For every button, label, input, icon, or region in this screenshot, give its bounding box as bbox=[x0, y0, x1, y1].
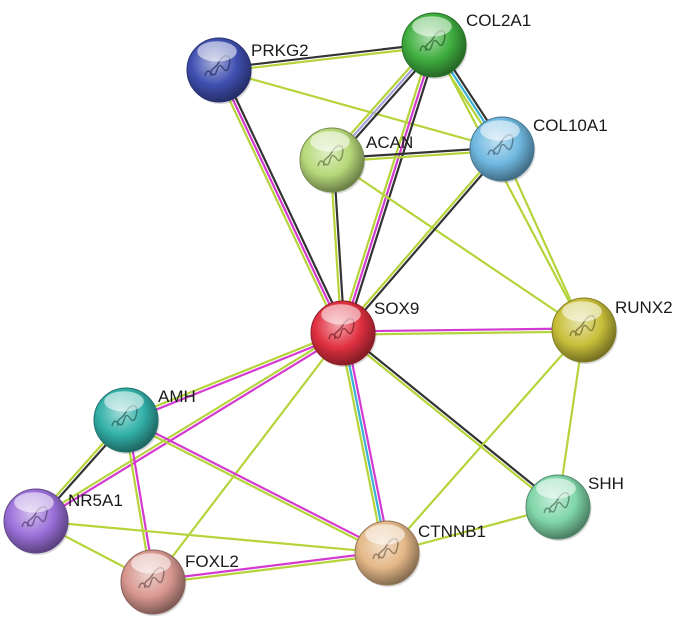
edge-sox9-nr5a1[interactable] bbox=[34, 330, 345, 524]
edge-col2a1-runx2[interactable] bbox=[432, 43, 586, 332]
protein-structure-icon bbox=[569, 315, 596, 337]
edge-line bbox=[35, 333, 345, 524]
protein-structure-icon bbox=[419, 30, 446, 52]
edge-col2a1-sox9[interactable] bbox=[338, 42, 439, 336]
edge-col10a1-runx2[interactable] bbox=[500, 147, 586, 332]
edge-line bbox=[217, 68, 504, 151]
edge-line bbox=[338, 42, 432, 334]
edge-sox9-ctnnb1[interactable] bbox=[338, 331, 392, 555]
node-label: AMH bbox=[158, 387, 196, 406]
edge-line bbox=[151, 550, 388, 582]
node-col10a1[interactable]: COL10A1 bbox=[469, 116, 608, 183]
edge-line bbox=[330, 158, 586, 332]
edge-sox9-foxl2[interactable] bbox=[151, 331, 345, 584]
edge-prkg2-col2a1[interactable] bbox=[217, 42, 436, 73]
edge-line bbox=[338, 332, 385, 555]
edge-foxl2-ctnnb1[interactable] bbox=[151, 550, 389, 585]
node-label: ACAN bbox=[366, 133, 413, 152]
edge-nr5a1-ctnnb1[interactable] bbox=[34, 519, 389, 555]
edge-line bbox=[340, 333, 559, 510]
node-label: PRKG2 bbox=[251, 41, 309, 60]
node-sox9[interactable]: SOX9 bbox=[310, 299, 419, 367]
node-label: COL10A1 bbox=[533, 116, 608, 135]
edge-line bbox=[34, 330, 344, 521]
edge-line bbox=[341, 43, 436, 335]
protein-structure-icon bbox=[111, 405, 138, 427]
edge-line bbox=[342, 330, 561, 507]
protein-structure-icon bbox=[543, 492, 570, 514]
edge-line bbox=[432, 43, 586, 332]
node-gloss bbox=[480, 120, 520, 141]
node-gloss bbox=[14, 492, 54, 513]
node-gloss bbox=[562, 301, 602, 322]
edge-runx2-ctnnb1[interactable] bbox=[385, 328, 586, 555]
protein-structure-icon bbox=[21, 506, 48, 528]
edge-prkg2-col10a1[interactable] bbox=[217, 68, 504, 151]
edge-line bbox=[345, 44, 439, 336]
edge-line bbox=[124, 330, 344, 420]
node-col2a1[interactable]: COL2A1 bbox=[401, 11, 531, 79]
protein-structure-icon bbox=[487, 134, 514, 156]
node-label: COL2A1 bbox=[466, 11, 531, 30]
node-gloss bbox=[536, 478, 576, 499]
edge-line bbox=[218, 45, 436, 73]
node-gloss bbox=[321, 304, 361, 325]
edge-line bbox=[124, 420, 388, 556]
edge-line bbox=[343, 148, 505, 336]
edge-line bbox=[220, 67, 347, 333]
edge-line bbox=[217, 68, 345, 335]
node-label: FOXL2 bbox=[185, 552, 239, 571]
node-gloss bbox=[197, 41, 237, 62]
edge-line bbox=[340, 146, 502, 334]
edge-line bbox=[345, 331, 392, 554]
node-amh[interactable]: AMH bbox=[93, 387, 196, 454]
node-label: RUNX2 bbox=[615, 298, 673, 317]
node-shh[interactable]: SHH bbox=[525, 474, 624, 541]
node-runx2[interactable]: RUNX2 bbox=[551, 297, 673, 364]
edge-col10a1-sox9[interactable] bbox=[340, 146, 505, 336]
edge-line bbox=[385, 328, 586, 555]
node-gloss bbox=[412, 16, 452, 37]
node-acan[interactable]: ACAN bbox=[299, 127, 413, 194]
node-label: SOX9 bbox=[374, 299, 419, 318]
node-gloss bbox=[131, 553, 171, 574]
edge-line bbox=[151, 331, 345, 584]
node-prkg2[interactable]: PRKG2 bbox=[186, 37, 309, 104]
edge-prkg2-sox9[interactable] bbox=[215, 67, 347, 336]
edge-line bbox=[341, 327, 586, 333]
edge-sox9-amh[interactable] bbox=[124, 330, 345, 423]
node-label: SHH bbox=[588, 474, 624, 493]
edge-line bbox=[152, 553, 389, 585]
edge-amh-ctnnb1[interactable] bbox=[124, 417, 389, 556]
edge-sox9-shh[interactable] bbox=[340, 330, 561, 510]
edge-line bbox=[341, 331, 389, 555]
protein-structure-icon bbox=[372, 538, 399, 560]
protein-structure-icon bbox=[204, 55, 231, 77]
edge-line bbox=[34, 519, 389, 555]
protein-structure-icon bbox=[317, 145, 344, 167]
edge-line bbox=[500, 147, 586, 332]
node-gloss bbox=[365, 524, 405, 545]
node-foxl2[interactable]: FOXL2 bbox=[120, 549, 239, 616]
edge-line bbox=[125, 333, 345, 423]
protein-structure-icon bbox=[328, 318, 355, 340]
edge-line bbox=[341, 330, 586, 336]
node-label: CTNNB1 bbox=[418, 522, 486, 541]
edge-line bbox=[215, 70, 342, 336]
node-ctnnb1[interactable]: CTNNB1 bbox=[354, 520, 486, 587]
edge-line bbox=[125, 417, 389, 553]
edge-line bbox=[217, 42, 435, 70]
node-label: NR5A1 bbox=[68, 491, 123, 510]
edge-acan-runx2[interactable] bbox=[330, 158, 586, 332]
node-gloss bbox=[310, 131, 350, 152]
node-gloss bbox=[104, 391, 144, 412]
node-nr5a1[interactable]: NR5A1 bbox=[3, 488, 123, 555]
protein-structure-icon bbox=[138, 567, 165, 589]
edge-sox9-runx2[interactable] bbox=[341, 327, 586, 336]
